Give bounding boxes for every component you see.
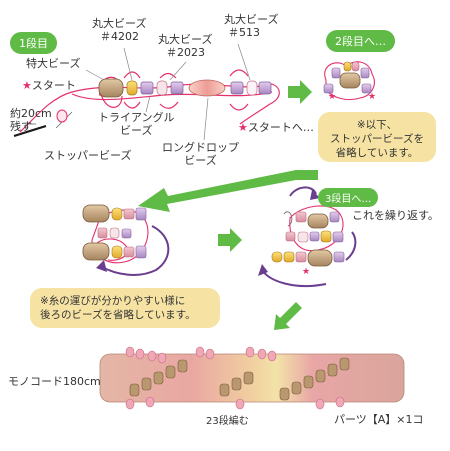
- longdrop-bead-label: ロングドロップ ビーズ: [162, 141, 239, 167]
- round-bead-2023: [156, 80, 168, 96]
- remain-line1: 約20cm: [10, 107, 52, 120]
- long-drop-bead: [188, 79, 226, 97]
- svg-text:★: ★: [302, 267, 310, 277]
- maru-4202-line2: ＃4202: [100, 29, 139, 43]
- maru-513-line2: ＃513: [228, 25, 260, 39]
- triangle-line2: ビーズ: [120, 123, 153, 137]
- step2-note-line3: 省略しています。: [335, 147, 419, 160]
- step2-note-line1: ※以下、: [356, 119, 398, 131]
- repeat-label: これを繰り返す。: [352, 209, 439, 222]
- jumbo-bead-label: 特大ビーズ: [26, 57, 81, 70]
- maru-513-label: 丸大ビーズ ＃513: [224, 13, 279, 39]
- start-return-text: スタートへ…: [247, 121, 314, 134]
- maru-2023-line2: ＃2023: [166, 45, 205, 59]
- arrow-to-step3: [218, 228, 242, 252]
- step3-drawing: ★: [258, 186, 357, 288]
- stopper-label: ストッパービーズ: [44, 149, 132, 162]
- triangle-bead-label: トライアングル ビーズ: [98, 111, 175, 137]
- maru-4202-line1: 丸大ビーズ: [92, 17, 147, 30]
- maru-2023-label: 丸大ビーズ ＃2023: [158, 33, 213, 59]
- longdrop-line2: ビーズ: [184, 153, 217, 167]
- step1-label: 1段目: [10, 32, 57, 54]
- triangle-bead: [258, 81, 272, 95]
- cord-label: モノコード180cm: [8, 375, 101, 388]
- maru-513-line1: 丸大ビーズ: [224, 13, 279, 26]
- arrow-down: [274, 302, 302, 330]
- star-icon: ★: [22, 79, 32, 92]
- thread-note-line2: 後ろのビーズを省略しています。: [40, 309, 196, 322]
- step2-detail: [82, 204, 170, 276]
- step2-drawing: ★ ★: [323, 61, 376, 102]
- parts-label: パーツ【A】×1コ: [334, 413, 424, 426]
- triangle-bead: [170, 81, 184, 95]
- triangle-bead: [140, 81, 154, 95]
- arrow-to-step2: [288, 80, 312, 104]
- step3-label: 3段目へ…: [318, 188, 379, 207]
- svg-text:★: ★: [328, 92, 336, 102]
- triangle-line1: トライアングル: [98, 111, 175, 124]
- star-icon: ★: [238, 121, 248, 134]
- round-bead-4202: [126, 80, 138, 96]
- start-label: ★スタート: [22, 79, 76, 93]
- triangle-bead: [230, 81, 244, 95]
- rows-label: 23段編む: [206, 416, 249, 427]
- step2-note: ※以下、 ストッパービーズを 省略しています。: [318, 112, 436, 162]
- remain-label: 約20cm 残す: [10, 107, 52, 133]
- step2-note-line2: ストッパービーズを: [330, 133, 424, 146]
- leader-lines: [85, 43, 251, 141]
- maru-4202-label: 丸大ビーズ ＃4202: [92, 17, 147, 43]
- stopper-bead: [56, 109, 68, 123]
- maru-2023-line1: 丸大ビーズ: [158, 33, 213, 46]
- round-bead-513: [246, 80, 258, 96]
- arrow-back-left: [138, 170, 318, 212]
- start-text: スタート: [31, 79, 76, 92]
- thread-note: ※糸の運びが分かりやすい様に 後ろのビーズを省略しています。: [30, 288, 220, 328]
- thread-note-line1: ※糸の運びが分かりやすい様に: [40, 295, 186, 307]
- start-return-label: ★スタートへ…: [238, 121, 314, 135]
- step2-label: 2段目へ…: [326, 30, 395, 52]
- remain-line2: 残す: [10, 119, 32, 133]
- cord-end: [13, 124, 47, 138]
- finished-band: [99, 346, 405, 410]
- longdrop-line1: ロングドロップ: [162, 141, 239, 154]
- svg-text:★: ★: [368, 92, 376, 102]
- jumbo-bead: [98, 78, 124, 98]
